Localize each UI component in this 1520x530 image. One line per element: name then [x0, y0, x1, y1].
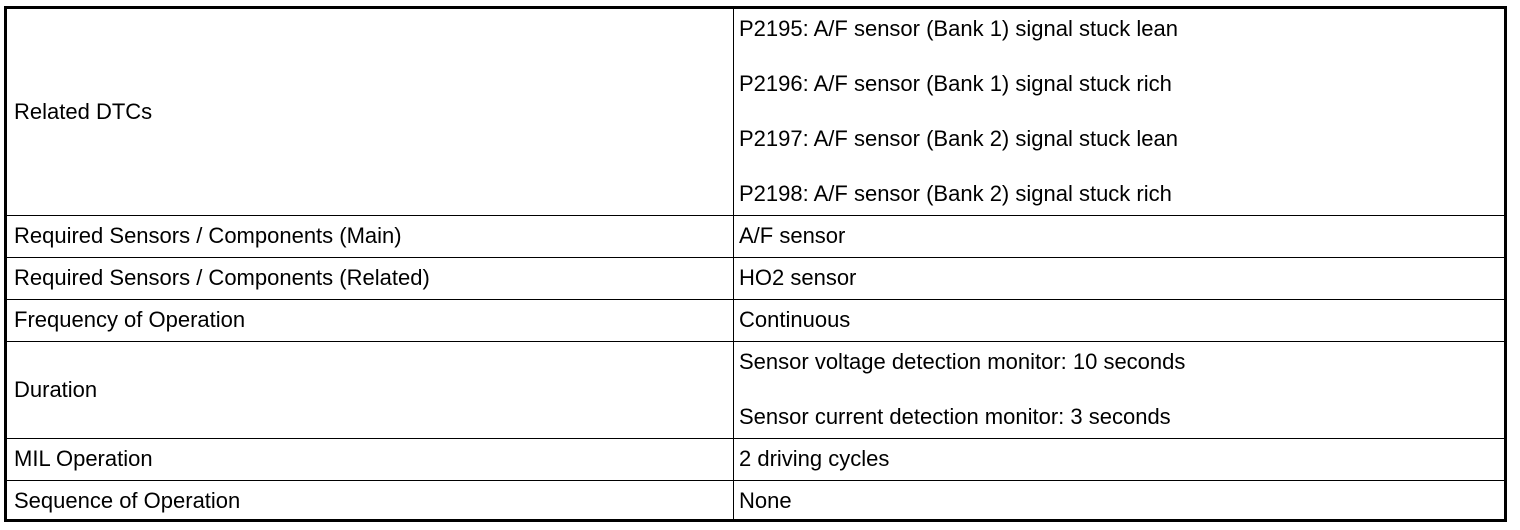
row-label-required-related: Required Sensors / Components (Related) [7, 256, 734, 300]
monitor-description-table: Related DTCs P2195: A/F sensor (Bank 1) … [7, 9, 1504, 522]
row-label-sequence: Sequence of Operation [7, 479, 734, 522]
dtc-p2197: P2197: A/F sensor (Bank 2) signal stuck … [739, 126, 1179, 152]
dtc-p2198: P2198: A/F sensor (Bank 2) signal stuck … [739, 181, 1172, 207]
row-value-related-dtcs: P2195: A/F sensor (Bank 1) signal stuck … [733, 9, 1504, 216]
row-label-related-dtcs: Related DTCs [7, 9, 734, 216]
table-row-related-dtcs: Related DTCs P2195: A/F sensor (Bank 1) … [7, 9, 1504, 216]
row-value-mil-operation: 2 driving cycles [733, 437, 1504, 481]
table-row-duration: Duration Sensor voltage detection monito… [7, 340, 1504, 439]
duration-current-monitor: Sensor current detection monitor: 3 seco… [739, 404, 1171, 429]
dtc-p2196: P2196: A/F sensor (Bank 1) signal stuck … [739, 71, 1172, 97]
dtc-p2195: P2195: A/F sensor (Bank 1) signal stuck … [739, 16, 1179, 42]
row-value-required-main: A/F sensor [733, 214, 1504, 258]
table-row-frequency: Frequency of Operation Continuous [7, 298, 1504, 342]
row-value-duration: Sensor voltage detection monitor: 10 sec… [733, 340, 1504, 439]
row-label-mil-operation: MIL Operation [7, 437, 734, 481]
table-row-mil-operation: MIL Operation 2 driving cycles [7, 437, 1504, 481]
row-label-required-main: Required Sensors / Components (Main) [7, 214, 734, 258]
row-value-frequency: Continuous [733, 298, 1504, 342]
table-row-required-related: Required Sensors / Components (Related) … [7, 256, 1504, 300]
row-value-required-related: HO2 sensor [733, 256, 1504, 300]
table-row-sequence: Sequence of Operation None [7, 479, 1504, 522]
duration-voltage-monitor: Sensor voltage detection monitor: 10 sec… [739, 349, 1186, 374]
row-label-frequency: Frequency of Operation [7, 298, 734, 342]
table-row-required-main: Required Sensors / Components (Main) A/F… [7, 214, 1504, 258]
row-value-sequence: None [733, 479, 1504, 522]
row-label-duration: Duration [7, 340, 734, 439]
monitor-description-table-frame: Related DTCs P2195: A/F sensor (Bank 1) … [4, 6, 1507, 522]
